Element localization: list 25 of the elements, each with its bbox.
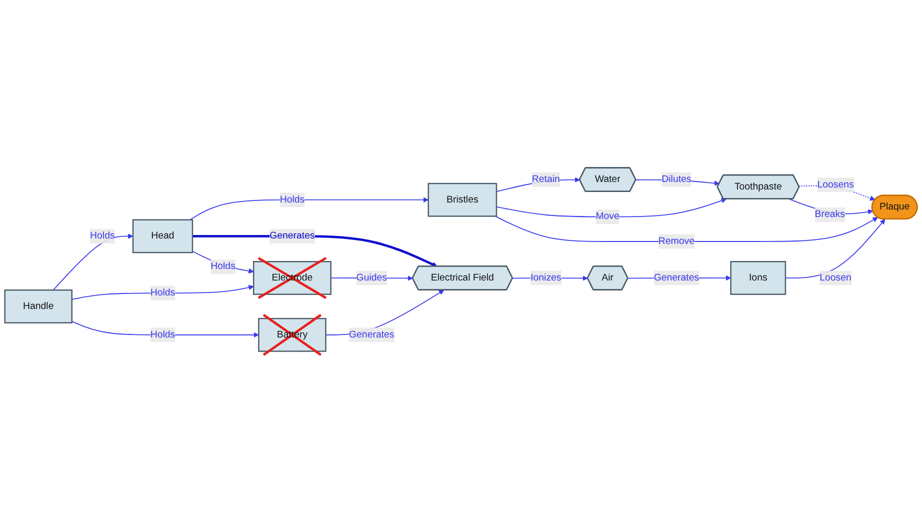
edge-label: Breaks xyxy=(814,209,845,220)
edge-label: Guides xyxy=(356,272,387,283)
edge-label: Holds xyxy=(210,261,236,272)
edge-label: Loosen xyxy=(820,272,852,283)
edge-label: Generates xyxy=(654,272,700,283)
edge-label: Dilutes xyxy=(662,174,692,184)
node-box: Handle xyxy=(4,289,72,324)
arrow xyxy=(189,197,429,220)
edge-label: Loosens xyxy=(817,179,854,190)
edge-label: Generates xyxy=(349,329,394,340)
edge-label: Retain xyxy=(532,174,560,184)
node-box: Ions xyxy=(730,261,786,295)
edge-label: Holds xyxy=(150,288,176,298)
arrow xyxy=(496,198,726,218)
edge-label: Holds xyxy=(280,194,305,205)
node-box: Bristles xyxy=(428,182,498,217)
edge-label: Generates xyxy=(270,230,315,242)
edge-label: Ionizes xyxy=(530,272,562,283)
edge-label: Remove xyxy=(658,236,694,246)
arrow xyxy=(494,216,878,242)
arrow xyxy=(785,219,886,278)
node-box: Head xyxy=(132,219,194,254)
edge-label: Holds xyxy=(150,329,176,340)
edge-label: Holds xyxy=(90,230,115,242)
edge-label: Move xyxy=(596,211,620,222)
